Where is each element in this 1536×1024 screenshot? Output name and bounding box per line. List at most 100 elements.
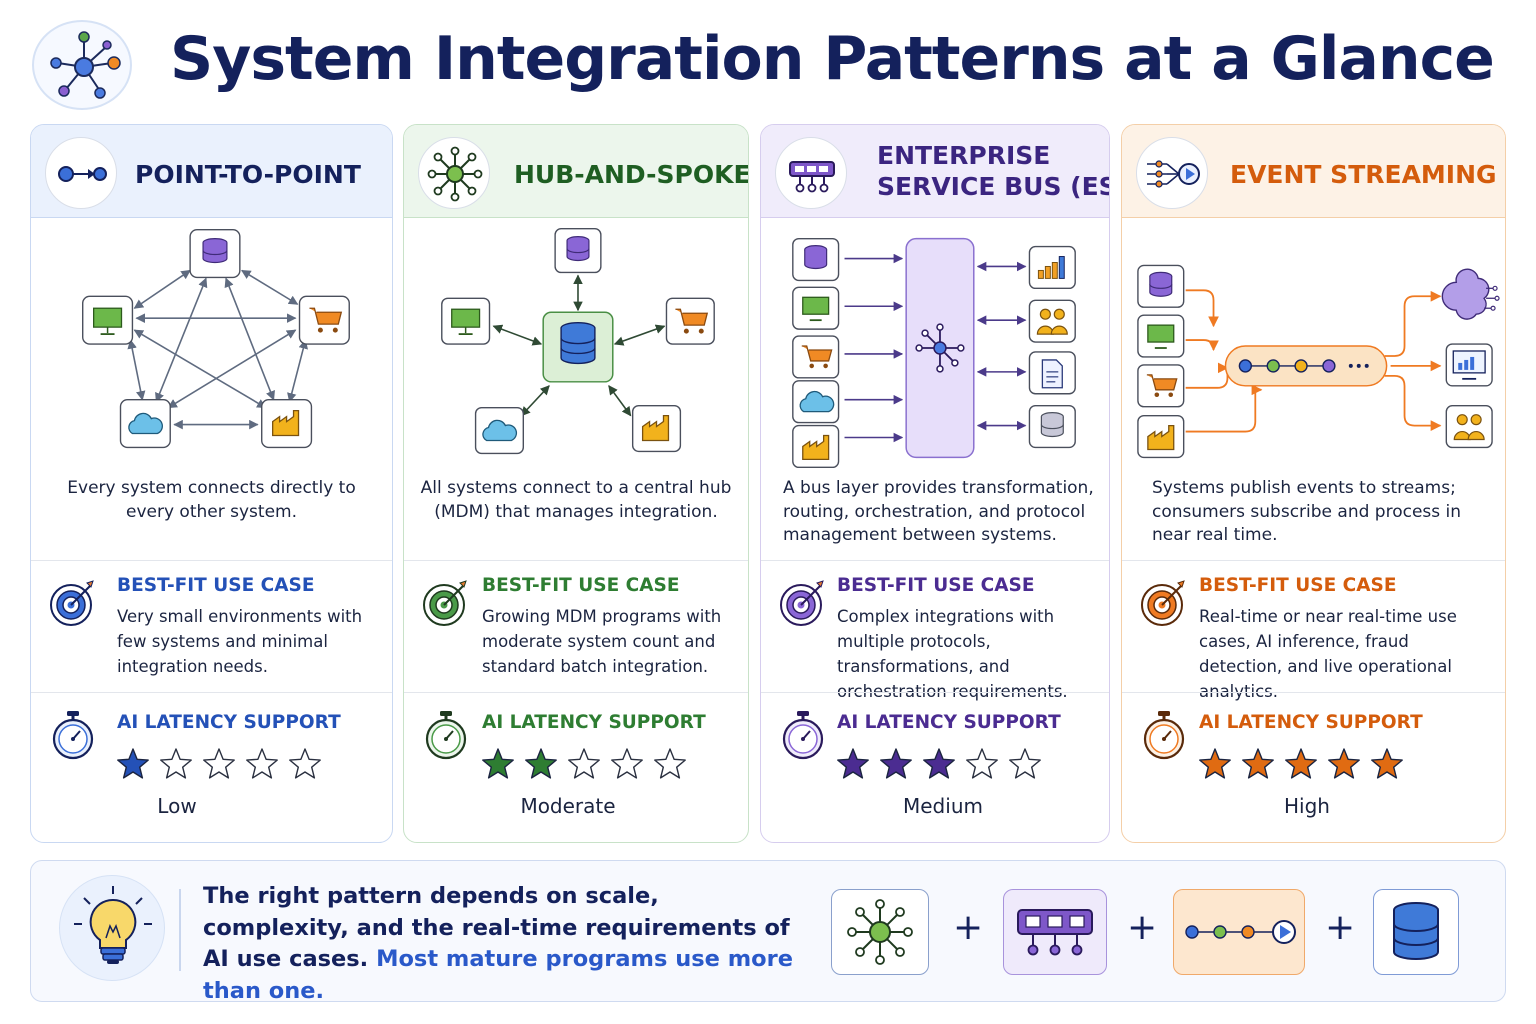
best-fit-text: Growing MDM programs with moderate syste… bbox=[482, 607, 722, 676]
best-fit-text: Very small environments with few systems… bbox=[117, 607, 363, 676]
users-node bbox=[1445, 405, 1493, 449]
lightbulb-icon bbox=[59, 875, 165, 981]
database-tile-icon bbox=[1373, 889, 1459, 975]
card-description: All systems connect to a central hub (MD… bbox=[420, 478, 732, 522]
star-empty-icon bbox=[568, 748, 600, 779]
card-description: A bus layer provides transformation, rou… bbox=[783, 478, 1094, 545]
latency-level: Moderate bbox=[520, 794, 616, 818]
ai-brain-node bbox=[1441, 268, 1500, 320]
star-rating bbox=[1199, 748, 1403, 779]
point-to-point-diagram bbox=[82, 228, 350, 449]
cloud-node bbox=[792, 380, 840, 424]
card-header: ENTERPRISE SERVICE BUS (ESB) bbox=[761, 125, 1109, 218]
best-fit-text: Complex integrations with multiple proto… bbox=[837, 607, 1068, 701]
stream-icon bbox=[1136, 137, 1208, 209]
database-node bbox=[1137, 264, 1185, 308]
card-header: POINT-TO-POINT bbox=[31, 125, 392, 218]
star-filled-icon bbox=[1199, 748, 1231, 779]
star-filled-icon bbox=[1242, 748, 1274, 779]
star-filled-icon bbox=[1285, 748, 1317, 779]
hub-and-spoke-diagram bbox=[441, 228, 715, 455]
database-node bbox=[554, 228, 602, 274]
best-fit-label: BEST-FIT USE CASE bbox=[117, 575, 315, 596]
card-event-streaming: EVENT STREAMING bbox=[1121, 124, 1506, 843]
card-point-to-point: POINT-TO-POINT bbox=[30, 124, 393, 843]
footer-highlight: Most mature programs use more than one. bbox=[203, 946, 793, 1004]
footer-message: The right pattern depends on scale, comp… bbox=[203, 881, 803, 1007]
database-node bbox=[189, 228, 241, 279]
bus-icon bbox=[775, 137, 847, 209]
bus-hub-icon bbox=[915, 323, 965, 373]
monitor-node bbox=[792, 286, 840, 330]
factory-node bbox=[261, 399, 313, 449]
dashboard-node bbox=[1445, 343, 1493, 387]
star-filled-icon bbox=[117, 748, 149, 779]
star-filled-icon bbox=[1371, 748, 1403, 779]
users-node bbox=[1028, 299, 1076, 343]
card-description: Every system connects directly to every … bbox=[67, 478, 356, 522]
plus-sign: + bbox=[1325, 907, 1356, 948]
latency-level: High bbox=[1284, 794, 1330, 818]
card-title: EVENT STREAMING bbox=[1230, 160, 1497, 189]
star-empty-icon bbox=[289, 748, 321, 779]
card-header: HUB-AND-SPOKE bbox=[404, 125, 748, 218]
star-filled-icon bbox=[1328, 748, 1360, 779]
star-filled-icon bbox=[923, 748, 955, 779]
latency-level: Medium bbox=[903, 794, 983, 818]
cloud-node bbox=[474, 406, 525, 455]
stopwatch-icon bbox=[52, 711, 94, 760]
card-title-line2: SERVICE BUS (ESB) bbox=[877, 172, 1109, 201]
target-icon bbox=[780, 580, 824, 626]
bar-chart-node bbox=[1028, 245, 1076, 290]
card-header: EVENT STREAMING bbox=[1122, 125, 1505, 218]
star-empty-icon bbox=[654, 748, 686, 779]
monitor-node bbox=[82, 295, 134, 345]
star-rating bbox=[482, 748, 686, 779]
plus-sign: + bbox=[953, 907, 984, 948]
latency-label: AI LATENCY SUPPORT bbox=[1199, 712, 1423, 733]
cart-node bbox=[1137, 364, 1185, 408]
best-fit-label: BEST-FIT USE CASE bbox=[837, 575, 1035, 596]
stopwatch-icon bbox=[425, 711, 467, 760]
target-icon bbox=[1141, 580, 1185, 626]
target-icon bbox=[50, 580, 94, 626]
hub-tile-icon bbox=[831, 889, 929, 975]
cart-node bbox=[665, 297, 715, 345]
card-title: POINT-TO-POINT bbox=[135, 160, 361, 189]
latency-label: AI LATENCY SUPPORT bbox=[117, 712, 341, 733]
star-rating bbox=[117, 748, 321, 779]
footer-text: The right pattern depends on scale, comp… bbox=[203, 883, 790, 972]
monitor-node bbox=[441, 297, 491, 345]
star-rating bbox=[837, 748, 1041, 779]
plus-sign: + bbox=[1127, 907, 1158, 948]
stream-tile-icon bbox=[1173, 889, 1305, 975]
latency-label: AI LATENCY SUPPORT bbox=[482, 712, 706, 733]
star-empty-icon bbox=[160, 748, 192, 779]
database-target-node bbox=[1028, 404, 1076, 449]
card-esb: ENTERPRISE SERVICE BUS (ESB) bbox=[760, 124, 1110, 843]
star-empty-icon bbox=[611, 748, 643, 779]
star-empty-icon bbox=[966, 748, 998, 779]
best-fit-label: BEST-FIT USE CASE bbox=[1199, 575, 1397, 596]
document-node bbox=[1028, 351, 1076, 395]
bus-tile-icon bbox=[1003, 889, 1107, 975]
footer-panel: The right pattern depends on scale, comp… bbox=[30, 860, 1506, 1004]
event-streaming-diagram bbox=[1137, 264, 1500, 459]
star-filled-icon bbox=[482, 748, 514, 779]
star-empty-icon bbox=[1009, 748, 1041, 779]
header-logo-icon bbox=[32, 20, 132, 110]
stopwatch-icon bbox=[782, 711, 824, 760]
star-filled-icon bbox=[525, 748, 557, 779]
cart-node bbox=[298, 295, 350, 345]
cart-node bbox=[792, 335, 840, 379]
hub-icon bbox=[418, 137, 490, 209]
latency-level: Low bbox=[157, 794, 197, 818]
card-title-line1: ENTERPRISE bbox=[877, 141, 1051, 170]
factory-node bbox=[631, 404, 682, 453]
card-title: HUB-AND-SPOKE bbox=[514, 160, 749, 189]
star-filled-icon bbox=[880, 748, 912, 779]
card-description: Systems publish events to streams; consu… bbox=[1152, 478, 1462, 545]
best-fit-text: Real-time or near real-time use cases, A… bbox=[1199, 607, 1457, 701]
star-empty-icon bbox=[203, 748, 235, 779]
esb-diagram bbox=[792, 237, 1076, 469]
